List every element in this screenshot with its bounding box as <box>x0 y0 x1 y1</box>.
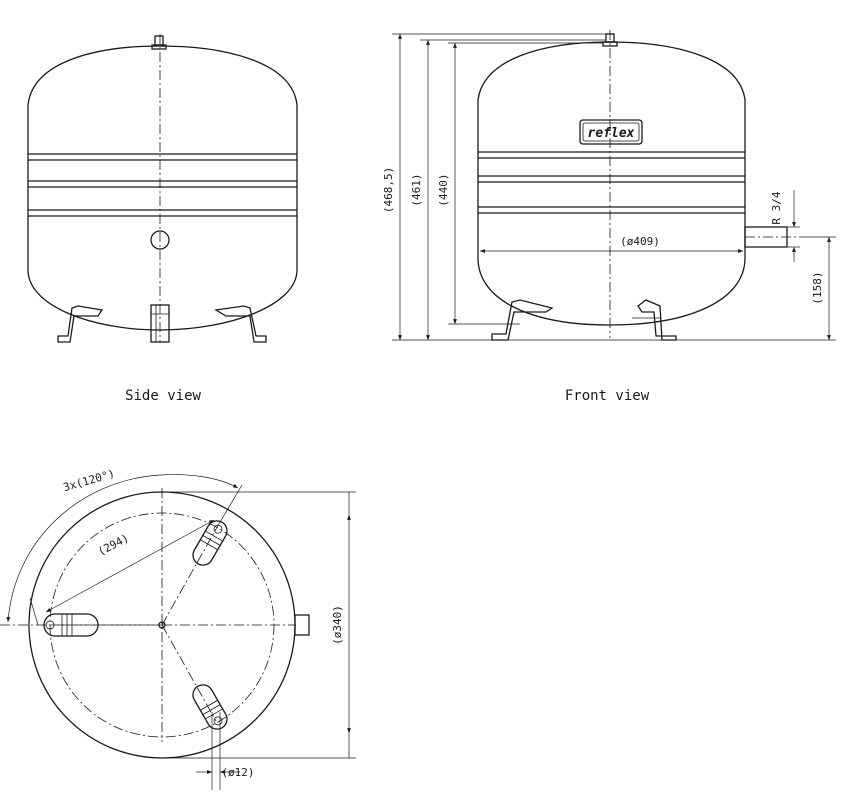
side-air-valve <box>151 35 167 50</box>
plan-diameter-dimension: (ø340) <box>170 491 356 759</box>
connection-height-label: (158) <box>811 271 824 304</box>
foot-hole-label: (ø12) <box>221 766 254 779</box>
height-mid-label: (461) <box>410 173 423 206</box>
height-dimensions: (468,5) (461) (440) <box>382 33 680 341</box>
front-weld-bands <box>478 151 745 214</box>
height-body-label: (440) <box>437 173 450 206</box>
plan-foot-bottom <box>192 684 228 730</box>
plan-radial-foot-3 <box>161 624 217 722</box>
plan-feet-circle-dimension: (294) <box>45 519 215 613</box>
plan-side-connection <box>294 614 310 636</box>
front-view: reflex (ø409) <box>382 30 836 341</box>
front-diameter-dimension: (ø409) <box>480 235 743 253</box>
front-vessel-outline <box>477 41 746 326</box>
feet-angle-label: 3x(120°) <box>62 467 117 494</box>
plan-view: (294) 3x(120°) (ø340) (ø12) <box>0 467 356 790</box>
thread-label: R 3/4 <box>770 191 783 224</box>
side-view-caption: Side view <box>125 388 201 404</box>
side-center-foot <box>150 304 170 343</box>
plan-foot-top <box>192 520 228 566</box>
side-view <box>27 34 298 343</box>
plan-angle-extension-1 <box>215 484 243 530</box>
side-left-foot <box>57 305 104 343</box>
connection-height-dimension: (158) <box>680 236 836 341</box>
thread-dimension: R 3/4 <box>770 190 800 262</box>
front-left-foot <box>491 299 554 341</box>
plan-angle-extension-2 <box>29 597 39 626</box>
side-vessel-outline <box>27 45 298 331</box>
front-diameter-label: (ø409) <box>620 235 660 248</box>
side-right-foot <box>214 305 267 343</box>
front-brand-logo: reflex <box>579 119 643 145</box>
front-right-foot <box>632 299 677 341</box>
front-view-caption: Front view <box>565 388 650 404</box>
plan-radial-foot-1 <box>161 528 217 626</box>
brand-logo-text: reflex <box>588 126 635 141</box>
plan-foot-hole-dimension: (ø12) <box>196 712 255 790</box>
height-total-label: (468,5) <box>382 167 395 213</box>
front-side-connection <box>744 226 800 248</box>
feet-circle-label: (294) <box>96 531 131 558</box>
side-weld-bands <box>28 153 297 217</box>
plan-diameter-label: (ø340) <box>331 605 344 645</box>
side-connection-port <box>150 230 170 250</box>
